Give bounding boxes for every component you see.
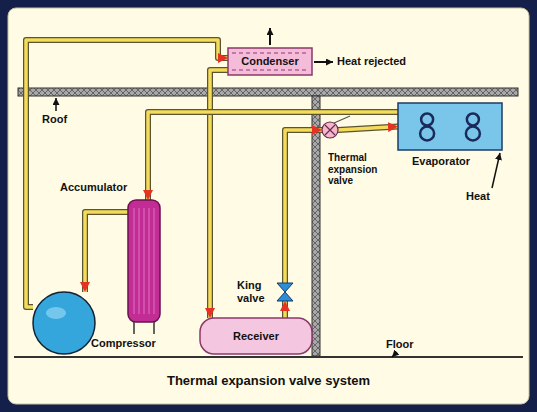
- pipe-fill: [210, 70, 228, 318]
- condenser-box: Condenser: [228, 48, 312, 75]
- text-holder: Compressor: [91, 337, 171, 350]
- refrigerant-pipe: [285, 301, 286, 318]
- refrigerant-pipe: [210, 70, 228, 318]
- diagram-title: Thermal expansion valve system: [0, 373, 537, 388]
- pipe-fill: [285, 130, 322, 283]
- component-label: Thermal expansion valve: [328, 152, 400, 187]
- roof-band: [18, 88, 518, 96]
- text-holder: Condenser: [228, 48, 312, 75]
- pipe-fill: [85, 212, 128, 292]
- evaporator-box-shape: [398, 103, 502, 150]
- pipe-fill: [283, 301, 287, 318]
- refrigerant-pipe: [26, 40, 228, 307]
- pipe-outline: [282, 301, 288, 318]
- pipe-fill: [26, 40, 228, 307]
- annotation-label: Heat rejected: [337, 55, 406, 67]
- pipe-outline: [210, 70, 228, 318]
- text-holder: King valve: [237, 279, 273, 304]
- compressor-unit: Compressor: [33, 292, 95, 354]
- refrigerant-pipe: [338, 127, 398, 131]
- accumulator-tank-shape: [128, 200, 160, 322]
- text-holder: Thermal expansion valve: [328, 152, 400, 187]
- pipe-outline: [26, 40, 228, 307]
- component-label: Receiver: [233, 330, 279, 343]
- annotation-label: Roof: [42, 113, 67, 125]
- component-label: Compressor: [91, 337, 171, 350]
- evaporator-box: Evaporator: [398, 103, 502, 150]
- component-label: Evaporator: [412, 155, 492, 168]
- pointer-arrow: [55, 98, 57, 111]
- component-label: Condenser: [239, 55, 300, 68]
- expansion-valve: Thermal expansion valve: [322, 122, 338, 138]
- accumulator-tank: Accumulator: [128, 200, 160, 322]
- pipe-fill: [338, 127, 398, 131]
- pipe-outline: [338, 127, 398, 131]
- refrigerant-pipe: [85, 212, 128, 292]
- pipe-outline: [285, 130, 322, 283]
- wall: [312, 96, 320, 356]
- text-holder: Receiver: [200, 318, 312, 354]
- refrigerant-pipe: [285, 130, 322, 283]
- floor-line: [14, 356, 523, 358]
- text-holder: Accumulator: [60, 181, 130, 194]
- compressor-unit-shape: [33, 292, 95, 354]
- component-label: Accumulator: [60, 181, 130, 194]
- king-valve: King valve: [277, 283, 293, 301]
- annotation-label: Heat: [466, 190, 490, 202]
- heat-arrow: [314, 61, 333, 63]
- annotation-label: Floor: [386, 338, 414, 350]
- sensing-line: [334, 116, 350, 123]
- heat-arrow: [269, 28, 271, 45]
- expansion-valve-shape: [322, 122, 338, 138]
- text-holder: Evaporator: [412, 155, 492, 168]
- pipe-outline: [85, 212, 128, 292]
- component-label: King valve: [237, 279, 273, 304]
- pointer-arrow: [392, 352, 397, 357]
- heat-arrow: [492, 153, 500, 188]
- receiver-tank: Receiver: [200, 318, 312, 354]
- king-valve-shape: [277, 283, 293, 301]
- page-ground: [8, 8, 529, 404]
